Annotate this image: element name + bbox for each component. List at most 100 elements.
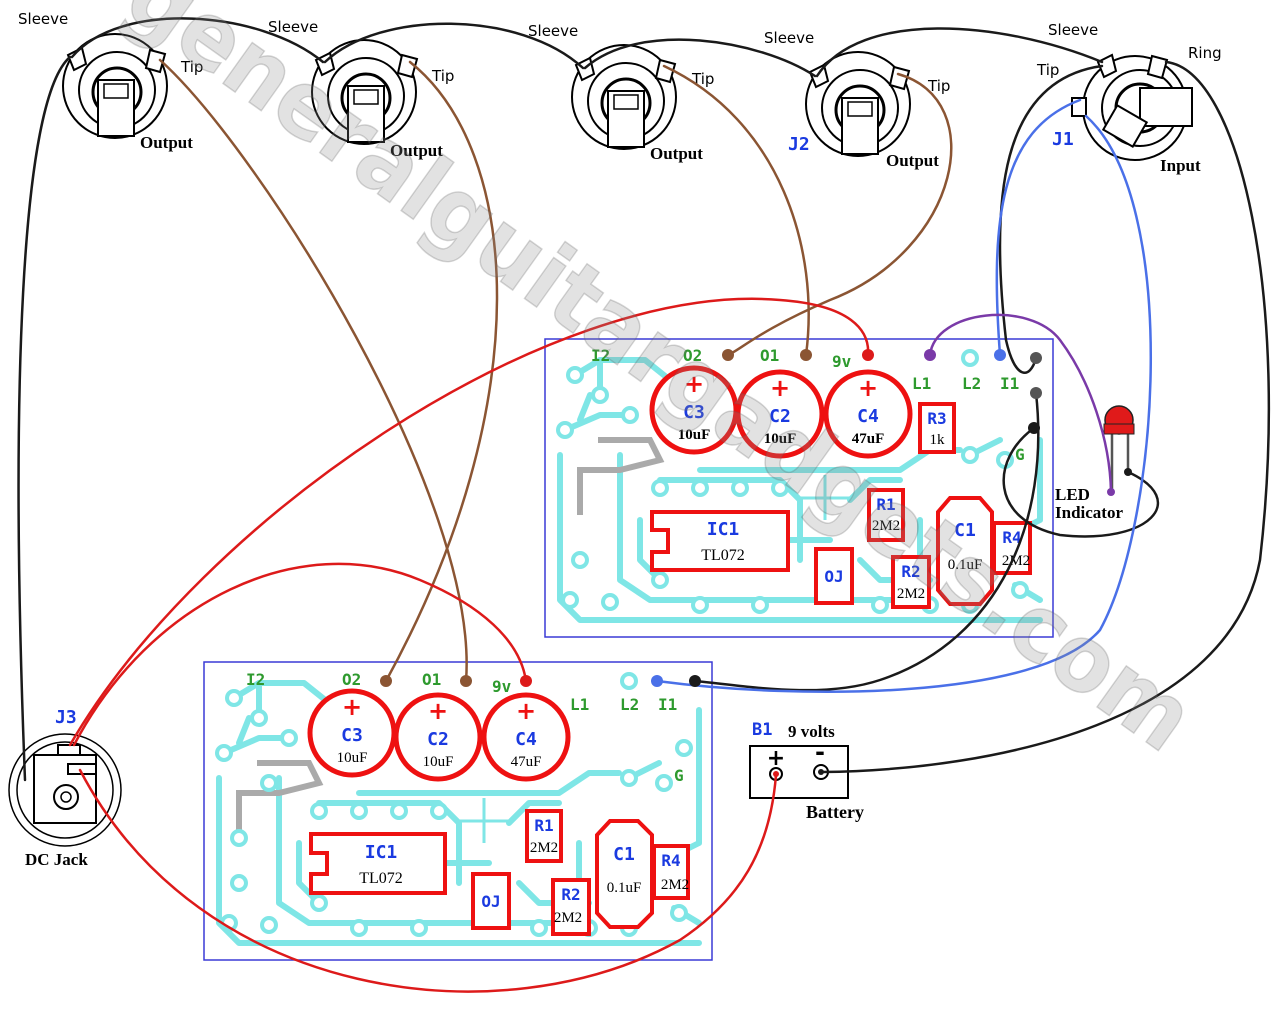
sleeve-label: Sleeve xyxy=(268,18,318,36)
battery-voltage: 9 volts xyxy=(788,722,835,741)
wires-blue xyxy=(655,98,1152,693)
resistor-value: 2M2 xyxy=(530,840,558,856)
dc-jack-ref: J3 xyxy=(55,707,77,728)
wire-sleeve-chain-2 xyxy=(323,22,585,70)
battery-ref: B1 xyxy=(752,720,772,740)
cap-c2: + C2 10uF xyxy=(393,692,483,782)
wire-sleeve-to-dcjack xyxy=(17,55,72,782)
jumper-label: OJ xyxy=(481,892,500,911)
wire-terminals xyxy=(380,349,1132,687)
sleeve-label: Sleeve xyxy=(18,10,68,28)
center-cross xyxy=(459,798,509,843)
sleeve-label: Sleeve xyxy=(764,29,814,47)
pcb-board-top: + C3 10uF + C2 10uF + C4 47uF R3 1k R1 2… xyxy=(544,338,1054,638)
pad-labels: I2 O2 O1 9v L1 L2 I1 G xyxy=(591,346,1025,464)
resistor-value: 2M2 xyxy=(897,586,925,602)
battery-name: Battery xyxy=(806,802,864,822)
pad-label-l1: L1 xyxy=(570,695,589,714)
led-label-line2: Indicator xyxy=(1055,503,1123,522)
wire-tip1-to-bottom-o1 xyxy=(158,58,468,683)
cap-ref: C1 xyxy=(613,844,635,865)
wire-dcjack-to-battery xyxy=(78,768,778,993)
ring-label: Ring xyxy=(1188,44,1222,62)
resistor-value: 2M2 xyxy=(872,518,900,534)
cap-value: 0.1uF xyxy=(607,880,642,896)
cap-ref: C4 xyxy=(857,406,879,427)
gray-trace xyxy=(236,760,324,838)
dc-jack-name: DC Jack xyxy=(25,850,88,869)
resistor-r2: R2 2M2 xyxy=(891,555,931,609)
resistor-ref: R1 xyxy=(876,495,895,514)
cap-value: 10uF xyxy=(423,754,454,770)
pad-label-o1: O1 xyxy=(760,346,779,365)
wires-brown xyxy=(158,58,953,683)
resistor-ref: R1 xyxy=(534,816,553,835)
cap-value: 10uF xyxy=(678,427,711,443)
cap-value: 10uF xyxy=(337,750,368,766)
cap-ref: C1 xyxy=(954,520,976,541)
wire-sleeve-chain-4 xyxy=(815,27,1104,78)
jack-name: Output xyxy=(650,144,703,163)
wires-purple xyxy=(928,313,1113,494)
sleeve-label: Sleeve xyxy=(528,22,578,40)
resistor-r4: R4 2M2 xyxy=(652,844,690,900)
pad-label-g: G xyxy=(674,766,684,785)
jack-output-2: Sleeve Tip Output xyxy=(268,18,454,160)
pcb-pads xyxy=(556,349,1029,614)
jumper-label: OJ xyxy=(824,567,843,586)
jack-output-1: Sleeve Tip Output xyxy=(18,10,203,152)
resistor-r3: R3 1k xyxy=(918,402,956,454)
resistor-r4: R4 2M2 xyxy=(992,521,1032,575)
resistor-value: 2M2 xyxy=(554,910,582,926)
ic-value: TL072 xyxy=(359,870,403,887)
cap-ref: C2 xyxy=(769,406,791,427)
jack-name: Input xyxy=(1160,156,1201,175)
cap-ref: C4 xyxy=(515,729,537,750)
cap-value: 47uF xyxy=(511,754,542,770)
wire-sleeve-chain-1 xyxy=(70,17,325,64)
cap-c4: + C4 47uF xyxy=(823,369,913,459)
battery-plus: + xyxy=(767,746,785,771)
pad-label-9v: 9v xyxy=(832,352,852,371)
wire-i1-to-bottom-i1 xyxy=(693,391,1040,692)
resistor-r1: R1 2M2 xyxy=(867,488,905,542)
wire-tip2-to-bottom-o2 xyxy=(384,60,499,683)
pad-label-l2: L2 xyxy=(620,695,639,714)
cap-c3: + C3 10uF xyxy=(307,688,397,778)
ic-value: TL072 xyxy=(701,547,745,564)
resistor-r2: R2 2M2 xyxy=(551,878,591,936)
center-cross xyxy=(800,475,850,520)
wire-dcjack-to-bottom-9v xyxy=(72,562,528,747)
resistor-ref: R4 xyxy=(1002,528,1021,547)
jack-ref: J2 xyxy=(788,134,810,155)
cap-value: 47uF xyxy=(852,431,885,447)
wire-sleeve-chain-3 xyxy=(583,38,817,78)
tip-label: Tip xyxy=(431,67,454,85)
pad-label-i1: I1 xyxy=(658,695,677,714)
resistor-ref: R2 xyxy=(901,562,920,581)
wire-ring-to-battery xyxy=(820,60,1271,774)
cap-value: 10uF xyxy=(764,431,797,447)
wire-dcjack-to-top-9v xyxy=(68,297,870,747)
cap-plus: + xyxy=(342,693,362,721)
resistor-ref: R4 xyxy=(661,851,680,870)
wire-g-to-led xyxy=(1002,426,1160,538)
pad-label-i2: I2 xyxy=(246,670,265,689)
tip-label: Tip xyxy=(1036,61,1059,79)
capacitor-c1: C1 0.1uF xyxy=(595,819,654,929)
pad-label-o2: O2 xyxy=(683,346,702,365)
pad-label-i2: I2 xyxy=(591,346,610,365)
wire-tip3-to-top-o1 xyxy=(662,64,810,357)
cap-c3: + C3 10uF xyxy=(649,365,739,455)
jumper-oj: OJ xyxy=(814,547,854,605)
resistor-value: 2M2 xyxy=(661,877,689,893)
resistor-value: 1k xyxy=(930,432,946,448)
jumper-oj: OJ xyxy=(471,872,511,930)
cap-ref: C3 xyxy=(341,725,363,746)
pcb-board-bottom: + C3 10uF + C2 10uF + C4 47uF R1 2M2 R2 … xyxy=(203,661,713,961)
pad-label-9v: 9v xyxy=(492,677,512,696)
jack-name: Output xyxy=(886,151,939,170)
cap-ref: C3 xyxy=(683,402,705,423)
pad-label-i1: I1 xyxy=(1000,374,1019,393)
cap-plus: + xyxy=(770,374,790,402)
